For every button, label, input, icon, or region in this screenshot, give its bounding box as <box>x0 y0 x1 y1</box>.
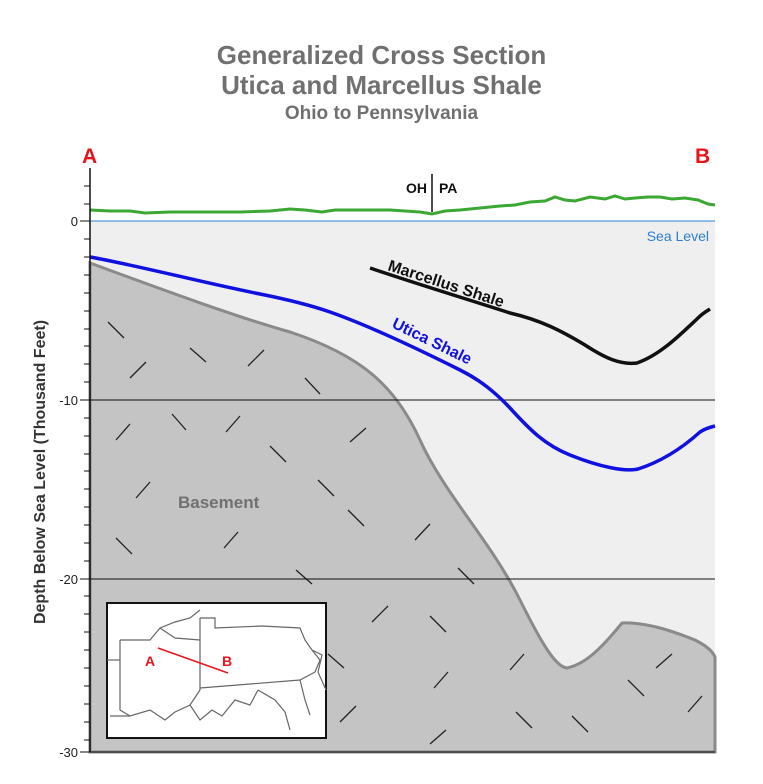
nj-coast <box>311 649 327 691</box>
hatch-mark <box>115 537 133 555</box>
inset-location-map: A B <box>106 602 327 739</box>
title-line-2: Utica and Marcellus Shale <box>221 70 542 100</box>
inset-point-a-label: A <box>145 653 155 669</box>
hatch-mark <box>414 523 431 541</box>
y-axis-title: Depth Below Sea Level (Thousand Feet) <box>32 320 49 624</box>
endpoint-b-label: B <box>695 145 710 168</box>
section-line <box>157 647 229 674</box>
hatch-mark <box>655 653 673 669</box>
hatch-mark <box>129 361 147 379</box>
hatch-mark <box>347 509 365 527</box>
marcellus-shale-line <box>369 266 711 366</box>
y-tick-label-0: 0 <box>71 214 78 229</box>
pa-south-border <box>199 649 321 689</box>
hatch-mark <box>687 695 703 713</box>
lake-erie-shore <box>120 609 201 641</box>
hatch-mark <box>189 347 207 363</box>
hatch-mark <box>515 711 533 729</box>
hatch-mark <box>509 653 525 671</box>
hatch-mark <box>457 567 475 585</box>
inset-map-frame <box>106 602 327 739</box>
md-va-border <box>257 689 291 731</box>
inset-state-borders <box>107 609 327 731</box>
hatch-mark <box>429 615 447 633</box>
lake-erie-inner <box>159 627 201 641</box>
hatch-mark <box>627 679 645 697</box>
hatch-mark <box>223 531 239 549</box>
hatch-mark <box>349 427 367 443</box>
basement-label: Basement <box>178 493 260 512</box>
hatch-mark <box>317 479 335 497</box>
de-border <box>299 679 311 716</box>
state-label-oh: OH <box>406 180 427 196</box>
hatch-mark <box>571 715 589 733</box>
ground-surface-line <box>89 194 716 216</box>
inset-point-b-label: B <box>222 653 232 669</box>
y-tick-label-minus-30: -30 <box>59 745 78 760</box>
hatch-mark <box>107 321 125 339</box>
hatch-mark <box>339 705 357 723</box>
wv-border <box>189 689 259 721</box>
y-axis-ticks <box>80 185 90 753</box>
basement-hatching <box>107 321 703 745</box>
hatch-mark <box>429 729 447 745</box>
y-tick-label-minus-20: -20 <box>59 572 78 587</box>
state-label-pa: PA <box>439 180 457 196</box>
y-tick-label-minus-10: -10 <box>59 393 78 408</box>
hatch-mark <box>135 481 151 499</box>
hatch-mark <box>295 569 313 585</box>
subtitle: Ohio to Pennsylvania <box>284 103 479 124</box>
sea-level-label: Sea Level <box>647 228 709 244</box>
endpoint-a-label: A <box>82 145 97 168</box>
hatch-mark <box>115 423 131 441</box>
title-line-1: Generalized Cross Section <box>216 40 547 70</box>
hatch-mark <box>304 377 321 395</box>
hatch-mark <box>371 605 389 623</box>
hatch-mark <box>327 653 345 669</box>
utica-shale-line <box>89 255 716 472</box>
hatch-mark <box>171 413 187 431</box>
ohio-west-south-border <box>119 640 201 721</box>
hatch-mark <box>225 415 241 433</box>
hatch-mark <box>247 349 265 367</box>
title-block: Generalized Cross Section Utica and Marc… <box>0 40 763 128</box>
hatch-mark <box>433 671 449 689</box>
pa-north-border <box>200 617 313 651</box>
hatch-mark <box>269 445 287 463</box>
